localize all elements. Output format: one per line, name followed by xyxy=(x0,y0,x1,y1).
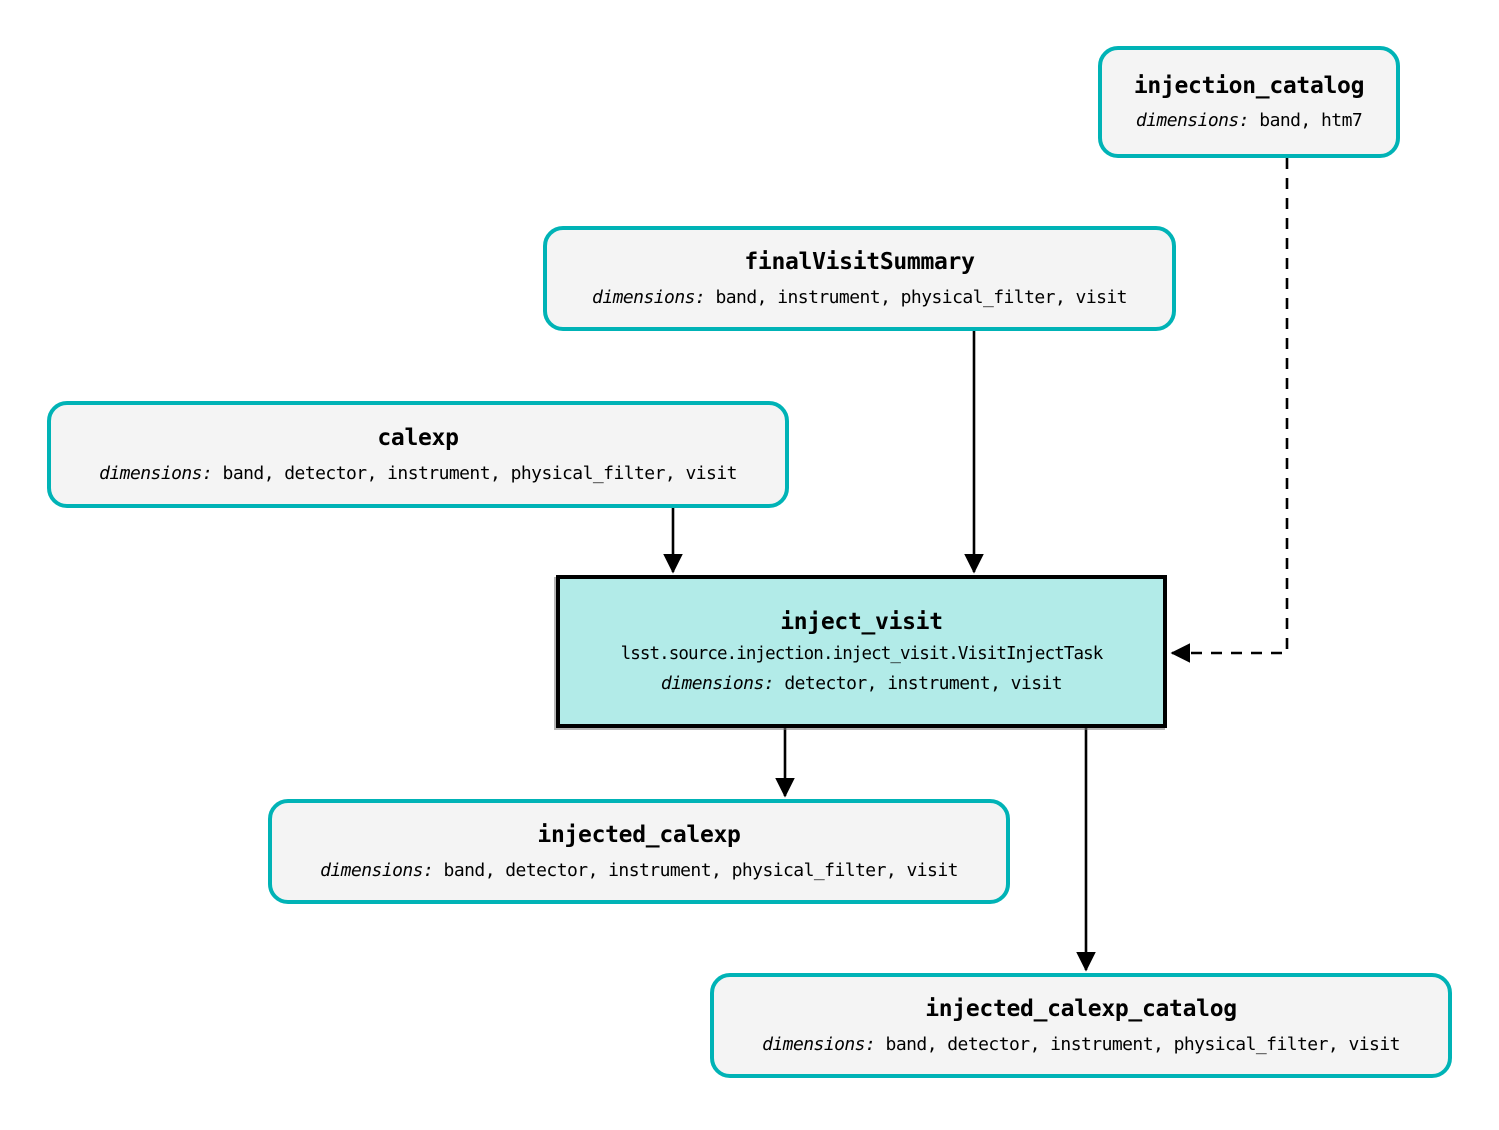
dimensions-values: band, detector, instrument, physical_fil… xyxy=(222,462,738,484)
node-injected-calexp[interactable]: injected_calexp dimensions: band, detect… xyxy=(268,799,1010,904)
node-title: finalVisitSummary xyxy=(744,249,975,276)
node-injected-calexp-catalog[interactable]: injected_calexp_catalog dimensions: band… xyxy=(710,973,1452,1078)
node-final-visit-summary[interactable]: finalVisitSummary dimensions: band, inst… xyxy=(543,226,1176,331)
node-dimensions: dimensions: band, detector, instrument, … xyxy=(762,1034,1400,1055)
dimensions-values: band, detector, instrument, physical_fil… xyxy=(443,859,959,881)
node-dimensions: dimensions: detector, instrument, visit xyxy=(660,673,1063,695)
dimensions-values: detector, instrument, visit xyxy=(784,673,1063,695)
dimensions-label: dimensions: xyxy=(99,462,213,484)
dimensions-label: dimensions: xyxy=(320,859,434,881)
node-dimensions: dimensions: band, detector, instrument, … xyxy=(99,463,737,484)
dimensions-values: band, instrument, physical_filter, visit xyxy=(715,286,1127,308)
node-title: calexp xyxy=(377,425,459,452)
node-title: injected_calexp_catalog xyxy=(925,996,1237,1023)
dimensions-values: band, htm7 xyxy=(1259,110,1363,132)
node-title: injection_catalog xyxy=(1133,72,1365,99)
dimensions-label: dimensions: xyxy=(1135,110,1250,132)
node-title: injected_calexp xyxy=(537,822,741,849)
dimensions-label: dimensions: xyxy=(660,673,775,695)
edge-injection-catalog-to-inject-visit xyxy=(1170,158,1289,663)
node-dimensions: dimensions: band, htm7 xyxy=(1135,110,1363,132)
node-calexp[interactable]: calexp dimensions: band, detector, instr… xyxy=(47,401,789,508)
node-inject-visit-task[interactable]: inject_visit lsst.source.injection.injec… xyxy=(556,575,1167,728)
node-title: inject_visit xyxy=(780,608,943,635)
dimensions-values: band, detector, instrument, physical_fil… xyxy=(885,1033,1401,1055)
dimensions-label: dimensions: xyxy=(762,1033,876,1055)
node-dimensions: dimensions: band, detector, instrument, … xyxy=(320,860,958,881)
node-class-path: lsst.source.injection.inject_visit.Visit… xyxy=(620,644,1104,665)
node-dimensions: dimensions: band, instrument, physical_f… xyxy=(592,287,1127,308)
node-injection-catalog[interactable]: injection_catalog dimensions: band, htm7 xyxy=(1098,46,1400,158)
dimensions-label: dimensions: xyxy=(592,286,706,308)
